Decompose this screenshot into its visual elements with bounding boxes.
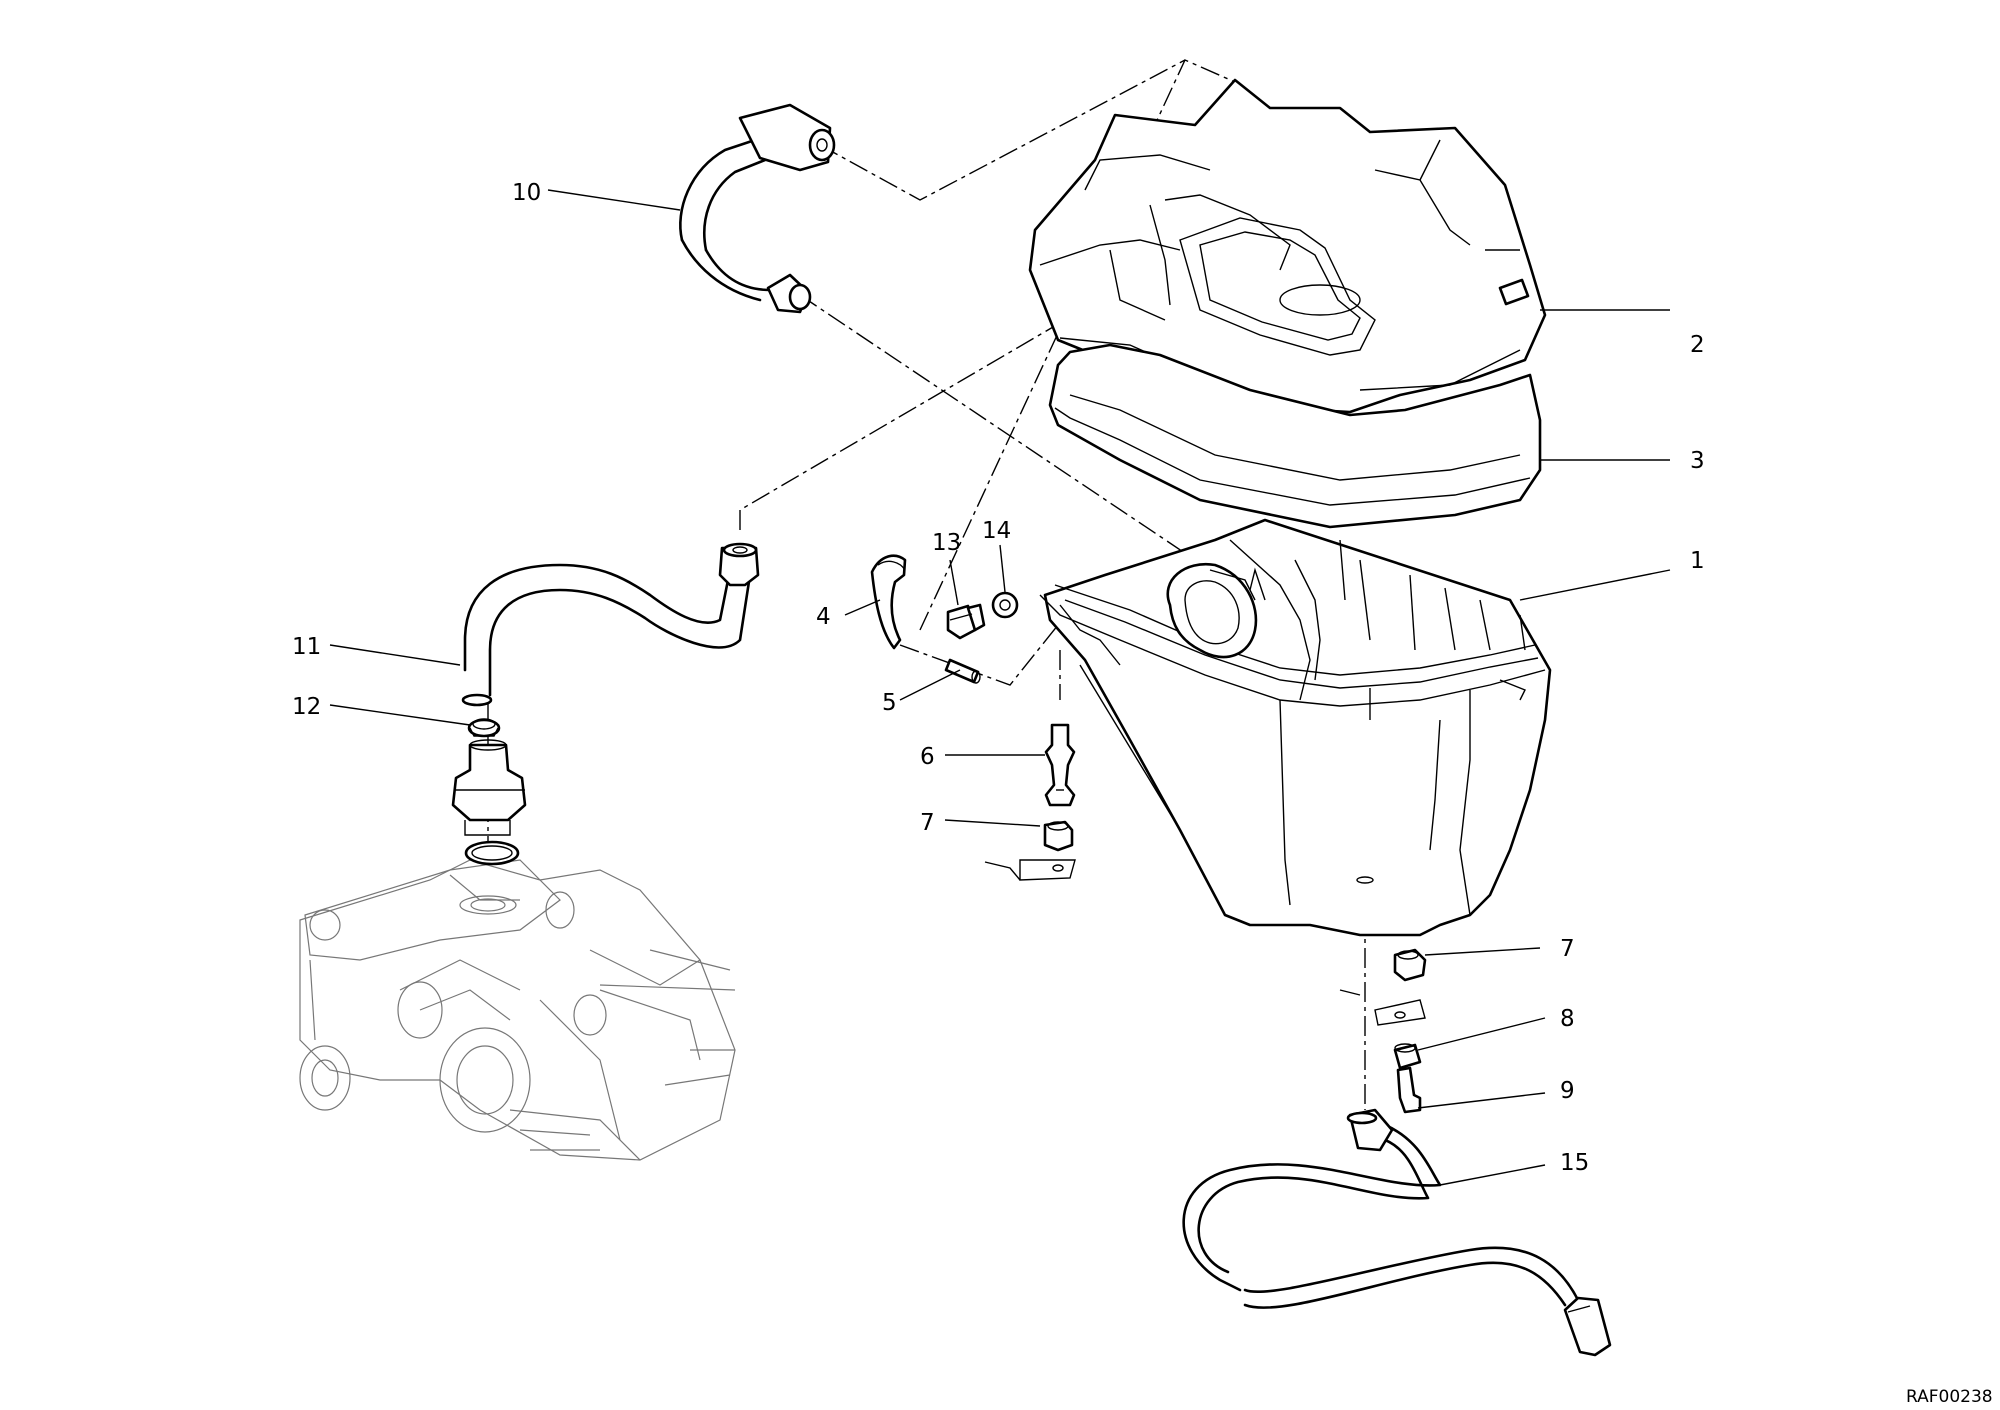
hose-clamp	[467, 718, 501, 738]
grommet-right	[1339, 948, 1427, 1026]
callout-14: 14	[982, 518, 1011, 544]
callout-5: 5	[882, 690, 897, 716]
stud	[1044, 723, 1076, 807]
breather-valve	[451, 739, 527, 836]
airbox-base	[1039, 518, 1552, 937]
retainer-strap	[870, 554, 907, 650]
callout-7-left: 7	[920, 810, 935, 836]
callout-8: 8	[1560, 1006, 1575, 1032]
callout-13: 13	[932, 530, 961, 556]
callout-11: 11	[292, 634, 321, 660]
bolt	[1396, 1066, 1422, 1114]
leader-lines	[329, 189, 1671, 1186]
callout-2: 2	[1690, 332, 1705, 358]
callout-12: 12	[292, 694, 321, 720]
callout-1: 1	[1690, 548, 1705, 574]
callout-9: 9	[1560, 1078, 1575, 1104]
engine-crankcase	[299, 859, 736, 1161]
drawing-code: RAF00238	[1906, 1387, 1993, 1407]
callout-labels: 1 2 3 4 5 6 7 7 8 9 10 11 12 13 14 15	[292, 180, 1705, 1176]
breather-hose-upper	[679, 103, 836, 314]
o-ring	[464, 840, 520, 866]
callout-6: 6	[920, 744, 935, 770]
callout-3: 3	[1690, 448, 1705, 474]
breather-hose-lower	[461, 542, 760, 707]
spacer	[1393, 1043, 1422, 1070]
callout-7-right: 7	[1560, 936, 1575, 962]
pin	[944, 658, 981, 684]
bush	[991, 591, 1019, 619]
callout-15: 15	[1560, 1150, 1589, 1176]
grommet-left	[984, 820, 1076, 881]
callout-4: 4	[816, 604, 831, 630]
filter-element	[1048, 343, 1542, 529]
fitting-screw	[946, 603, 986, 640]
drain-hose	[1182, 1108, 1612, 1357]
callout-10: 10	[512, 180, 541, 206]
